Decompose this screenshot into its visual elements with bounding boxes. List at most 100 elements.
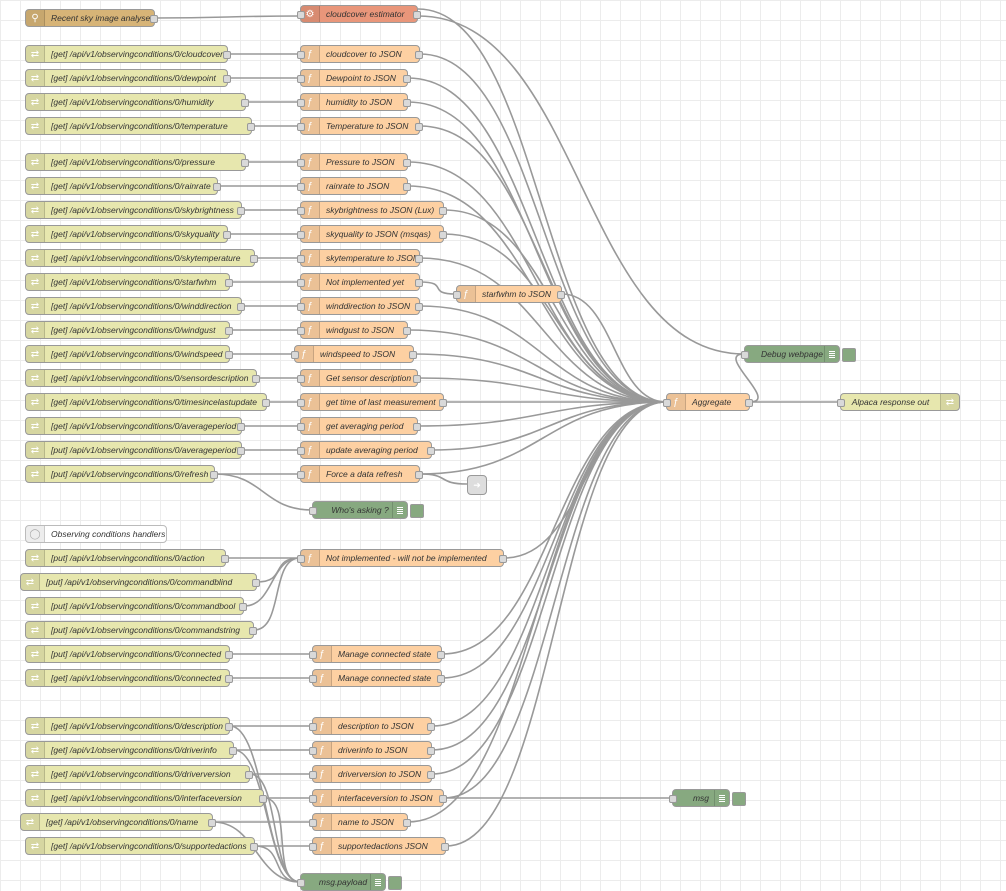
output-port[interactable] [413, 423, 421, 431]
output-port[interactable] [239, 603, 247, 611]
output-port[interactable] [250, 843, 258, 851]
input-port[interactable] [309, 723, 317, 731]
input-port[interactable] [297, 255, 305, 263]
link-out-node[interactable]: ➜ [467, 475, 487, 495]
output-port[interactable] [413, 375, 421, 383]
input-port[interactable] [297, 75, 305, 83]
output-port[interactable] [413, 11, 421, 19]
http-in-node[interactable]: ⇄[get] /api/v1/observingconditions/0/win… [25, 345, 233, 363]
input-port[interactable] [309, 507, 317, 515]
debug-node-webpage[interactable]: Debug webpage [741, 345, 856, 363]
output-port[interactable] [225, 279, 233, 287]
output-port[interactable] [259, 795, 267, 803]
output-port[interactable] [225, 327, 233, 335]
http-in-node[interactable]: ⇄[get] /api/v1/observingconditions/0/con… [25, 669, 233, 687]
input-port[interactable] [669, 795, 677, 803]
output-port[interactable] [229, 747, 237, 755]
input-port[interactable] [297, 279, 305, 287]
http-in-node[interactable]: ⇄[get] /api/v1/observingconditions/0/dew… [25, 69, 231, 87]
comment-node[interactable]: ◯Observing conditions handlers [25, 525, 167, 543]
input-port[interactable] [309, 819, 317, 827]
output-port[interactable] [415, 255, 423, 263]
output-port[interactable] [745, 399, 753, 407]
output-port[interactable] [403, 183, 411, 191]
output-port[interactable] [237, 423, 245, 431]
input-port[interactable] [837, 399, 845, 407]
debug-toggle-button[interactable] [732, 792, 746, 806]
output-port[interactable] [437, 675, 445, 683]
input-port[interactable] [291, 351, 299, 359]
http-in-node[interactable]: ⇄[get] /api/v1/observingconditions/0/int… [25, 789, 267, 807]
debug-toggle-button[interactable] [410, 504, 424, 518]
output-port[interactable] [223, 231, 231, 239]
inject-node[interactable]: ⚲Recent sky image analyser [25, 9, 158, 27]
output-port[interactable] [415, 123, 423, 131]
input-port[interactable] [297, 303, 305, 311]
http-in-node[interactable]: ⇄[put] /api/v1/observingconditions/0/con… [25, 645, 233, 663]
output-port[interactable] [252, 579, 260, 587]
http-in-node[interactable]: ⇄[get] /api/v1/observingconditions/0/des… [25, 717, 233, 735]
output-port[interactable] [499, 555, 507, 563]
input-port[interactable] [297, 471, 305, 479]
input-port[interactable] [297, 231, 305, 239]
http-in-node[interactable]: ⇄[get] /api/v1/observingconditions/0/tem… [25, 117, 255, 135]
input-port[interactable] [297, 375, 305, 383]
output-port[interactable] [439, 207, 447, 215]
output-port[interactable] [225, 675, 233, 683]
debug-toggle-button[interactable] [842, 348, 856, 362]
exec-node[interactable]: ⚙cloudcover estimator [297, 5, 421, 23]
http-in-node[interactable]: ⇄[get] /api/v1/observingconditions/0/dri… [25, 765, 253, 783]
http-in-node[interactable]: ⇄[put] /api/v1/observingconditions/0/ref… [25, 465, 218, 483]
output-port[interactable] [237, 447, 245, 455]
output-port[interactable] [221, 555, 229, 563]
http-in-node[interactable]: ⇄[put] /api/v1/observingconditions/0/com… [25, 597, 247, 615]
output-port[interactable] [223, 75, 231, 83]
input-port[interactable] [297, 399, 305, 407]
output-port[interactable] [223, 51, 231, 59]
http-in-node[interactable]: ⇄[get] /api/v1/observingconditions/0/rai… [25, 177, 221, 195]
http-in-node[interactable]: ⇄[get] /api/v1/observingconditions/0/sta… [25, 273, 233, 291]
output-port[interactable] [427, 447, 435, 455]
debug-toggle-button[interactable] [388, 876, 402, 890]
output-port[interactable] [415, 303, 423, 311]
output-port[interactable] [403, 75, 411, 83]
http-in-node[interactable]: ⇄[get] /api/v1/observingconditions/0/sky… [25, 249, 258, 267]
input-port[interactable] [297, 51, 305, 59]
output-port[interactable] [439, 231, 447, 239]
output-port[interactable] [237, 303, 245, 311]
output-port[interactable] [427, 771, 435, 779]
output-port[interactable] [403, 159, 411, 167]
output-port[interactable] [250, 255, 258, 263]
output-port[interactable] [415, 279, 423, 287]
output-port[interactable] [225, 351, 233, 359]
http-in-node[interactable]: ⇄[get] /api/v1/observingconditions/0/sky… [25, 201, 245, 219]
debug-node-payload[interactable]: msg.payload [297, 873, 402, 891]
input-port[interactable] [309, 795, 317, 803]
input-port[interactable] [309, 747, 317, 755]
input-port[interactable] [309, 651, 317, 659]
input-port[interactable] [297, 447, 305, 455]
http-in-node[interactable]: ⇄[put] /api/v1/observingconditions/0/act… [25, 549, 229, 567]
input-port[interactable] [297, 207, 305, 215]
output-port[interactable] [245, 771, 253, 779]
output-port[interactable] [403, 327, 411, 335]
http-in-node[interactable]: ⇄[get] /api/v1/observingconditions/0/win… [25, 321, 233, 339]
